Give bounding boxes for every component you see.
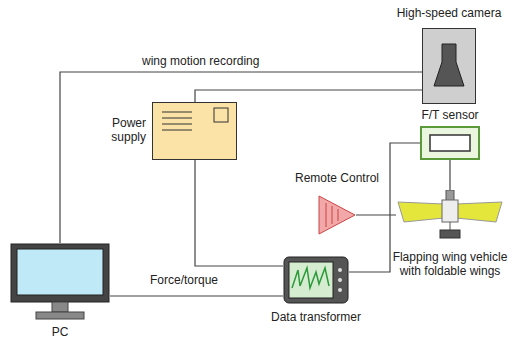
- dt-shape: [283, 256, 349, 304]
- remote-shape: [318, 195, 356, 235]
- vehicle-shape: [396, 190, 504, 242]
- node-label: PC: [30, 325, 90, 339]
- ft-sensor-box: F/T sensor: [420, 126, 480, 160]
- node-label: Data transformer: [259, 310, 373, 324]
- camera-box: High-speed camera: [422, 28, 476, 104]
- flapping-wing-vehicle: Flapping wing vehicle with foldable wing…: [396, 190, 504, 242]
- node-label: Remote Control: [282, 171, 392, 185]
- node-label: F/T sensor: [400, 108, 500, 122]
- connector-line: [356, 214, 396, 215]
- connector-line: [449, 160, 450, 190]
- power-supply-box: Power supply: [152, 102, 237, 160]
- camera-shape: [422, 28, 476, 104]
- node-label: High-speed camera: [392, 6, 506, 20]
- remote-control: Remote Control: [318, 195, 356, 235]
- node-label: Power supply: [94, 116, 146, 144]
- pc-shape: [10, 243, 110, 321]
- edge-label: Force/torque: [148, 273, 220, 287]
- data-transformer: Data transformer: [283, 256, 349, 304]
- node-label: Flapping wing vehicle with foldable wing…: [388, 250, 512, 278]
- connector-line: [195, 160, 283, 266]
- edge-label: wing motion recording: [140, 54, 261, 68]
- connector-line: [60, 72, 422, 243]
- pc-monitor: PC: [10, 243, 110, 321]
- power-shape: [152, 102, 237, 160]
- connector-line: [110, 295, 283, 296]
- connector-line: [195, 90, 422, 102]
- sensor-shape: [420, 126, 480, 160]
